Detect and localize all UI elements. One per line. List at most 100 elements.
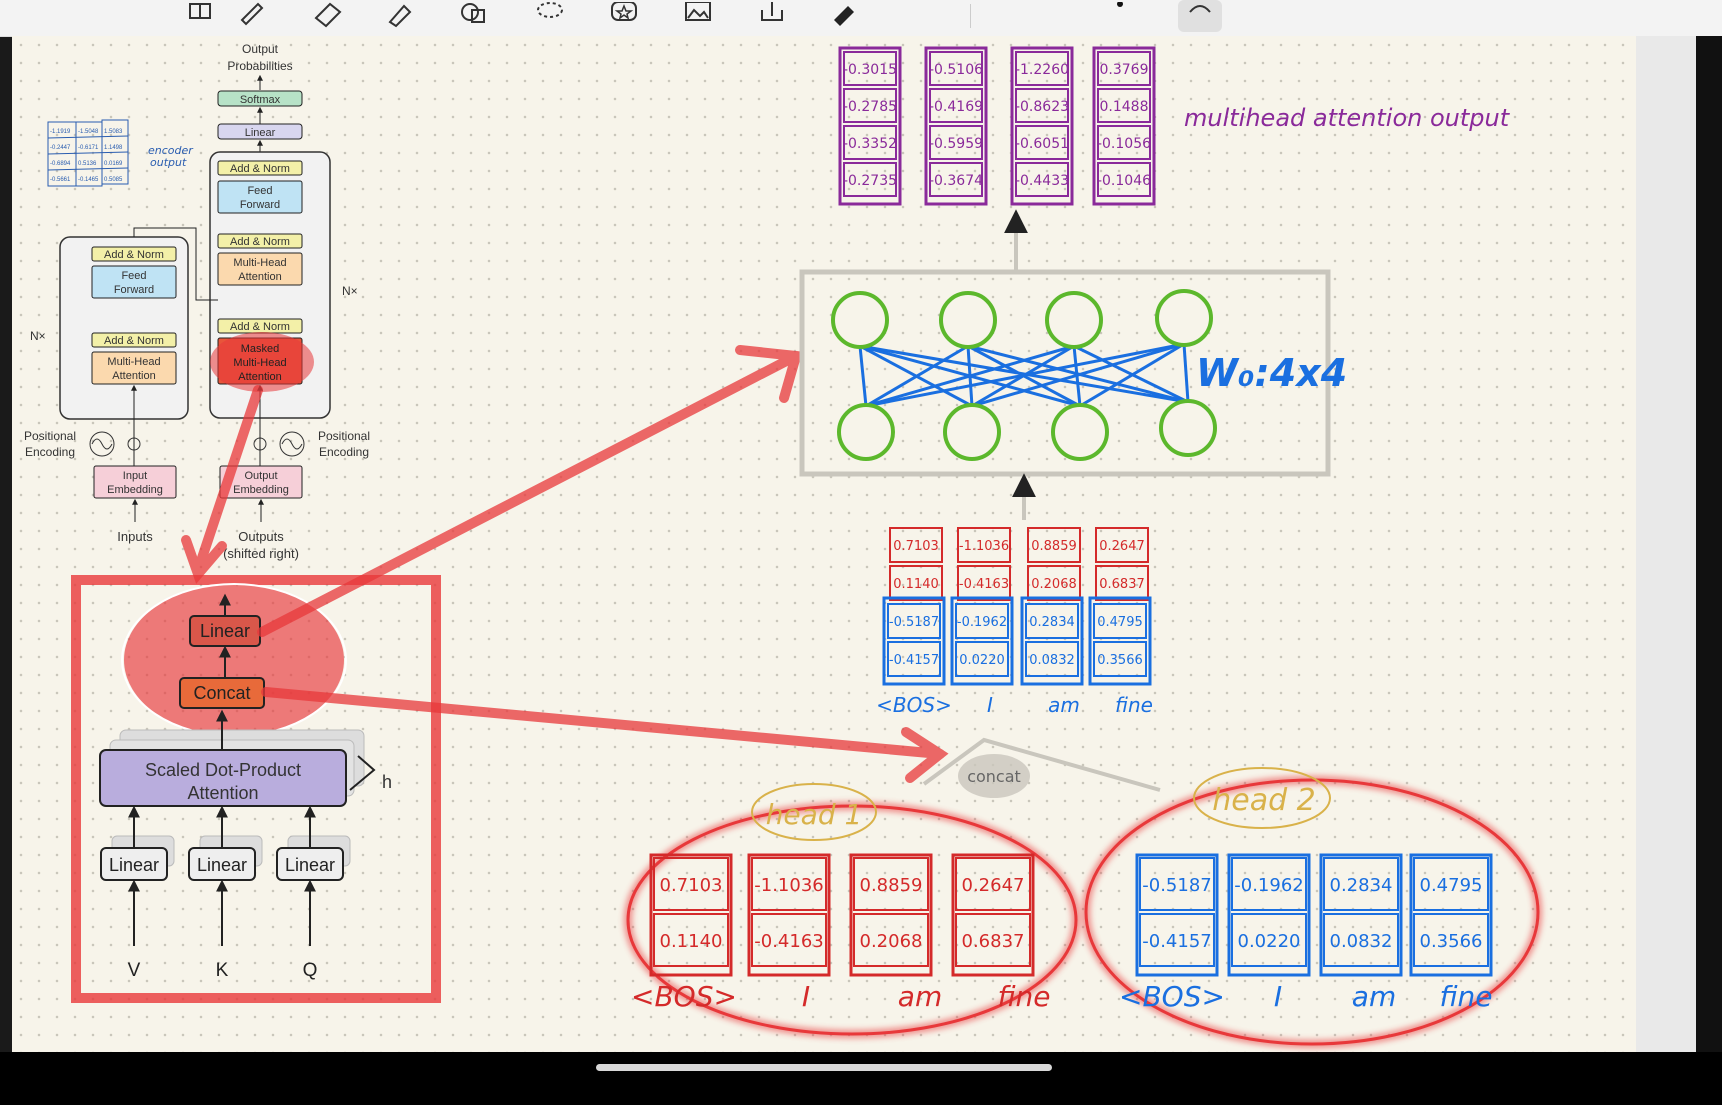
svg-text:Positional: Positional bbox=[24, 429, 76, 443]
decoder-nx-label: N× bbox=[342, 284, 358, 298]
side-panel bbox=[1636, 36, 1696, 1052]
wo-node bbox=[939, 291, 997, 349]
encoder-stack bbox=[59, 236, 189, 420]
output-matrix-cell: -0.3352 bbox=[843, 136, 897, 152]
svg-text:Add & Norm: Add & Norm bbox=[104, 335, 164, 347]
head-value-cell bbox=[1323, 857, 1399, 911]
svg-text:Masked: Masked bbox=[241, 343, 280, 355]
svg-text:Attention: Attention bbox=[112, 370, 155, 382]
input-embedding-box bbox=[93, 465, 177, 499]
svg-text:0.2834: 0.2834 bbox=[1029, 615, 1075, 630]
marker-icon[interactable] bbox=[820, 0, 864, 32]
encoder-multihead-attention bbox=[91, 351, 177, 385]
wo-edge bbox=[865, 342, 1185, 408]
concat-label: Concat bbox=[193, 683, 250, 703]
eraser-icon[interactable] bbox=[306, 0, 350, 32]
svg-text:0.3566: 0.3566 bbox=[1097, 653, 1143, 668]
svg-text:0.0220: 0.0220 bbox=[959, 653, 1005, 668]
softmax-label: Softmax bbox=[240, 94, 281, 106]
svg-text:0.7103: 0.7103 bbox=[893, 539, 939, 554]
lasso-icon[interactable] bbox=[528, 0, 572, 32]
output-matrix-cell: -0.2735 bbox=[843, 173, 897, 189]
svg-text:0.0832: 0.0832 bbox=[1330, 931, 1393, 952]
arrow-to-wo bbox=[257, 351, 801, 637]
svg-text:Output: Output bbox=[244, 470, 277, 482]
svg-text:0.0832: 0.0832 bbox=[1029, 653, 1075, 668]
svg-text:0.8859: 0.8859 bbox=[1031, 539, 1077, 554]
head-value-cell bbox=[1139, 913, 1215, 967]
export-icon[interactable] bbox=[750, 0, 794, 32]
output-matrix-cell: -0.5959 bbox=[929, 136, 983, 152]
toolbar-divider bbox=[970, 4, 971, 28]
concat-head2-cell bbox=[887, 603, 941, 639]
wo-node bbox=[1159, 399, 1217, 457]
svg-text:-0.4163: -0.4163 bbox=[959, 577, 1009, 592]
encoder-output-note: encoder bbox=[148, 144, 194, 157]
concat-head2-column bbox=[882, 596, 946, 686]
grid-icon[interactable] bbox=[178, 0, 222, 32]
head-value-cell bbox=[653, 857, 729, 911]
softmax-box bbox=[217, 90, 303, 107]
concat-head2-cell bbox=[1025, 641, 1079, 677]
lasso-select-icon[interactable] bbox=[1178, 0, 1222, 32]
output-matrix-cell: -0.3015 bbox=[843, 62, 897, 78]
transformer-diagram: Output Probabilities Softmax Linear Add … bbox=[24, 42, 370, 561]
encoder-matrix-cell: -1.5048 bbox=[78, 129, 99, 135]
head-value-cell bbox=[955, 857, 1031, 911]
concat-head2-cell bbox=[955, 603, 1009, 639]
encoder-matrix-cell: 0.5085 bbox=[104, 177, 123, 183]
concat-token-label: fine bbox=[1115, 693, 1153, 717]
concat-head2-cell bbox=[1025, 603, 1079, 639]
svg-text:0.2068: 0.2068 bbox=[860, 931, 923, 952]
encoder-matrix-cell: -1.1919 bbox=[50, 129, 71, 135]
output-matrix-label: multihead attention output bbox=[1184, 104, 1511, 132]
side-panel-edge bbox=[1696, 36, 1722, 1052]
shapes-icon[interactable] bbox=[452, 0, 496, 32]
pen-icon[interactable] bbox=[230, 0, 274, 32]
svg-text:-0.4163: -0.4163 bbox=[754, 931, 823, 952]
dot-icon[interactable] bbox=[1098, 0, 1142, 32]
sticker-icon[interactable] bbox=[602, 0, 646, 32]
head-1-group: head 1 0.71030.1140-1.1036-0.41630.88590… bbox=[623, 783, 1081, 1039]
mha-highlight-frame bbox=[71, 575, 441, 1003]
head-value-cell bbox=[751, 913, 827, 967]
svg-text:Linear: Linear bbox=[109, 855, 159, 875]
head-value-cell bbox=[1413, 857, 1489, 911]
concat-head1-cell bbox=[1027, 565, 1081, 601]
head-token-label: <BOS> bbox=[1119, 980, 1225, 1013]
highlighter-icon[interactable] bbox=[378, 0, 422, 32]
head-value-column bbox=[649, 853, 733, 977]
svg-text:-1.1036: -1.1036 bbox=[959, 539, 1009, 554]
image-icon[interactable] bbox=[676, 0, 720, 32]
decoder-multihead-attention bbox=[217, 252, 303, 286]
concat-head2-cell bbox=[1093, 641, 1147, 677]
decoder-feed-forward bbox=[217, 180, 303, 214]
head-value-cell bbox=[1139, 857, 1215, 911]
concat-head2-column bbox=[950, 596, 1014, 686]
concat-head1-cell bbox=[1095, 527, 1149, 563]
svg-text:Encoding: Encoding bbox=[319, 445, 369, 459]
wo-edge bbox=[865, 344, 1075, 408]
concat-node: concat bbox=[922, 737, 1161, 798]
output-prob-label-2: Probabilities bbox=[227, 59, 292, 73]
head-value-cell bbox=[955, 913, 1031, 967]
input-sine-icon bbox=[89, 431, 115, 457]
home-indicator[interactable] bbox=[596, 1064, 1052, 1071]
notes-canvas[interactable] bbox=[12, 36, 1636, 1052]
head-value-cell bbox=[653, 913, 729, 967]
output-matrix-cell: 0.1488 bbox=[1100, 99, 1149, 115]
outputs-shifted-label: (shifted right) bbox=[223, 546, 299, 561]
masked-mha-highlight bbox=[210, 332, 314, 392]
svg-text:Multi-Head: Multi-Head bbox=[107, 356, 160, 368]
svg-text:Attention: Attention bbox=[238, 371, 281, 383]
head-value-column bbox=[747, 853, 831, 977]
bottom-bar bbox=[0, 1052, 1722, 1105]
q-label: Q bbox=[303, 960, 318, 981]
head-token-label: I bbox=[802, 980, 810, 1013]
sdpa-label: Scaled Dot-Product bbox=[145, 760, 301, 780]
head-value-cell bbox=[1231, 913, 1307, 967]
svg-text:0.4795: 0.4795 bbox=[1097, 615, 1143, 630]
wo-node bbox=[1155, 289, 1213, 347]
svg-text:0.1140: 0.1140 bbox=[893, 577, 939, 592]
